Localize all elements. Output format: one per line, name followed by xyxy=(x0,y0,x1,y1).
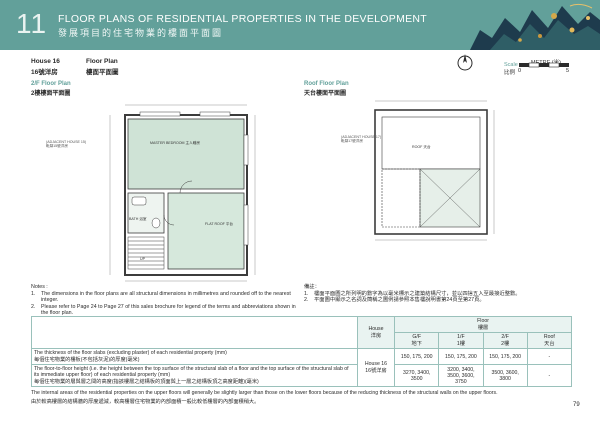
floor-plan-label-zh: 樓面平面圖 xyxy=(86,69,119,76)
notes-en-item: 1.The dimensions in the floor plans are … xyxy=(31,290,291,304)
plan-title-right-en: Roof Floor Plan xyxy=(304,81,349,87)
footer-note-en: The internal areas of the residential pr… xyxy=(31,390,498,396)
plan-title-left-zh: 2樓樓面平面圖 xyxy=(31,91,71,97)
notes-zh-item: 2.平面圖中顯示之名詞及簡稱之圖例請參照本售樓說明書第24頁至第27頁。 xyxy=(304,297,485,304)
notes-en-item: 2.Please refer to Page 24 to Page 27 of … xyxy=(31,303,296,317)
room-label-roof: ROOF 天台 xyxy=(412,145,431,149)
scale-bar xyxy=(519,62,569,68)
floor-plan-label-en: Floor Plan xyxy=(86,58,118,65)
floor-plan-2f-drawing xyxy=(109,104,256,282)
plan-title-right-zh: 天台樓面平面圖 xyxy=(304,91,347,97)
page-number: 79 xyxy=(573,402,580,408)
table-cell: 150, 175, 200 xyxy=(482,348,528,365)
table-row: The floor-to-floor height (i.e. the heig… xyxy=(31,364,573,387)
page-subtitle: 發展項目的住宅物業的樓面平面圖 xyxy=(58,28,224,38)
adjacent-house-left-label: (ADJACENT HOUSE 15) 毗鄰15號洋房 xyxy=(46,140,87,149)
row-label: The thickness of the floor slabs (exclud… xyxy=(31,348,358,365)
north-arrow-icon xyxy=(457,54,473,71)
notes-en-heading: Notes : xyxy=(31,284,48,290)
scale-label-zh: 比例 xyxy=(504,70,516,76)
notes-zh-item: 1.樓面平面圖之所列明的數字為以毫米標示之建築結構尺寸，並以四捨五入至最接近整數… xyxy=(304,290,521,297)
scale-label-en: Scale xyxy=(504,62,518,68)
decorative-landscape-art xyxy=(470,0,600,50)
footer-note-zh: 由於較高樓層的結構牆的厚度遞減，較高樓層住宅物業的內部面積一般比較低樓層的內部面… xyxy=(31,399,260,405)
section-number: 11 xyxy=(16,8,48,39)
table-cell: 3200, 3400, 3500, 3600, 3750 xyxy=(438,364,484,387)
roof-floor-plan-drawing xyxy=(374,100,495,241)
notes-zh-heading: 備註： xyxy=(304,284,320,290)
row-label: The floor-to-floor height (i.e. the heig… xyxy=(31,364,358,387)
notes-en: Notes : 1.The dimensions in the floor pl… xyxy=(31,284,301,317)
notes-zh: 備註： 1.樓面平面圖之所列明的數字為以毫米標示之建築結構尺寸，並以四捨五入至最… xyxy=(304,284,574,304)
plan-title-left-en: 2/F Floor Plan xyxy=(31,81,71,87)
table-cell: 150, 175, 200 xyxy=(438,348,484,365)
scale-tick-start: 0 xyxy=(518,68,522,74)
room-label-flat-roof: FLAT ROOF 平台 xyxy=(205,222,234,226)
table-cell: - xyxy=(526,348,573,365)
stair-up-label: UP xyxy=(140,257,145,261)
room-label-bath: BATH 浴室 xyxy=(129,217,147,221)
table-row: The thickness of the floor slabs (exclud… xyxy=(31,348,573,387)
table-cell: 3500, 3600, 3800 xyxy=(482,364,528,387)
room-label-master-bedroom: MASTER BEDROOM 主人睡房 xyxy=(150,141,200,145)
table-cell: 150, 175, 200 xyxy=(394,348,440,365)
house-label-en: House 16 xyxy=(31,58,60,65)
table-blank-cell xyxy=(31,316,358,349)
adjacent-house-right-label: (ADJACENT HOUSE 17) 毗鄰17號洋房 xyxy=(341,135,382,144)
page-title: FLOOR PLANS OF RESIDENTIAL PROPERTIES IN… xyxy=(58,13,428,25)
house-label-zh: 16號洋房 xyxy=(31,69,58,76)
table-cell: - xyxy=(526,364,573,387)
scale-tick-end: 5 xyxy=(566,68,570,74)
table-cell: 3270, 3400, 3500 xyxy=(394,364,440,387)
